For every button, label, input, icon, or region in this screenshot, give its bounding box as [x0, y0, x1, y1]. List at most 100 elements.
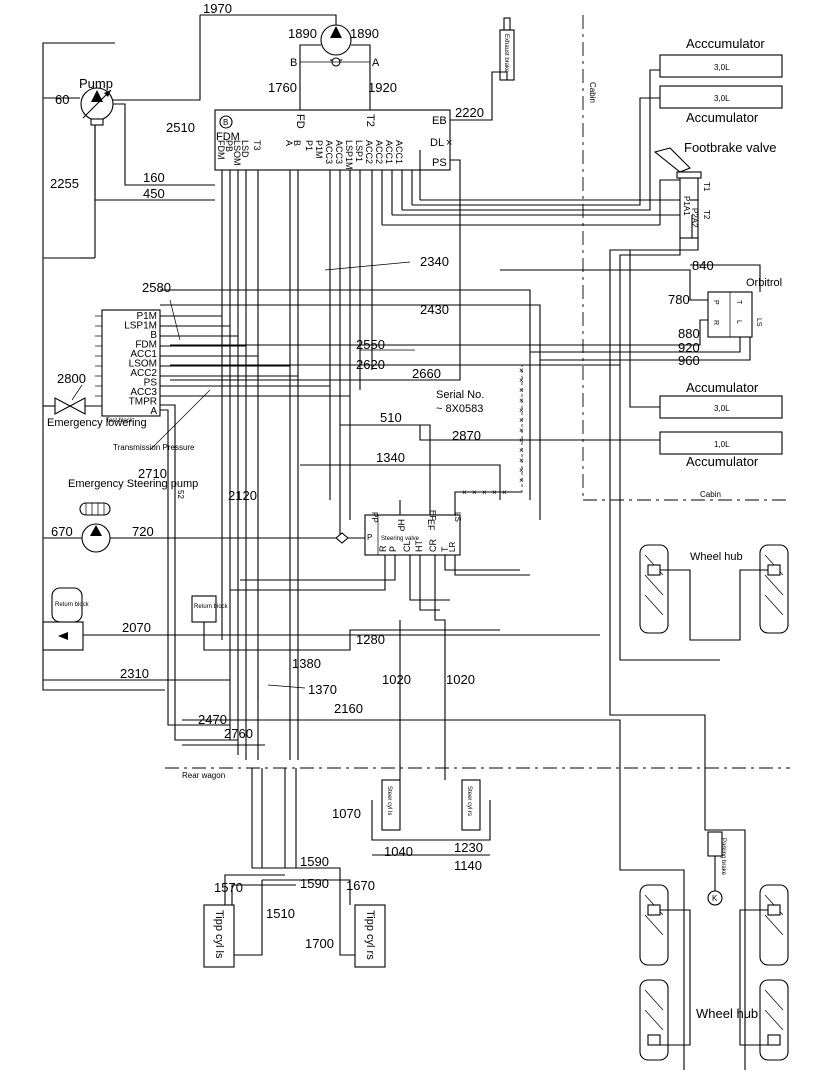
- rear-feed-left: [619, 780, 685, 1070]
- test-port-label: P1M: [136, 311, 157, 322]
- wheel-rear-tl-icon: [639, 884, 669, 966]
- label-1280: 1280: [356, 632, 385, 647]
- label-emergency-lowering: Emergency lowering: [47, 417, 147, 429]
- label-450: 450: [143, 186, 165, 201]
- main-port-label: ACC2: [374, 140, 384, 164]
- label-2160: 2160: [334, 701, 363, 716]
- main-port-label: ACC3: [324, 140, 334, 164]
- orbitrol-port-label: R: [712, 320, 719, 325]
- label-2470: 2470: [198, 712, 227, 727]
- label-2660: 2660: [412, 366, 441, 381]
- steer-r-line: [230, 555, 386, 591]
- accumulator-low-2: [659, 431, 783, 455]
- label-2510: 2510: [166, 120, 195, 135]
- svg-text:×: ×: [519, 406, 524, 415]
- main-port-label: LSD: [240, 140, 250, 158]
- steer-ht-line: [419, 555, 440, 611]
- label-1760: 1760: [268, 80, 297, 95]
- label-return-block-small: Return block: [194, 604, 229, 610]
- tipp-cyl-rs: [354, 904, 386, 968]
- accumulator-top-2: [659, 85, 783, 109]
- label-serial: Serial No.: [436, 389, 484, 401]
- svg-text:×: ×: [519, 426, 524, 435]
- main-port-label: LSP1M: [344, 140, 354, 170]
- main-port-label: LSOM: [232, 140, 242, 166]
- steer-cyl-rs: [461, 779, 481, 831]
- line-1020b: [434, 555, 446, 780]
- svg-text:×: ×: [519, 416, 524, 425]
- line-780: [500, 269, 708, 301]
- label-510: 510: [380, 410, 402, 425]
- line-160: [113, 103, 215, 186]
- steer-top-port-label: EF: [426, 519, 436, 531]
- line-1700: [339, 905, 355, 956]
- line-880: [520, 319, 708, 346]
- label-acc-30a: 3,0L: [714, 63, 730, 72]
- bus-lines-main: [221, 150, 421, 760]
- test-port-label: ACC1: [130, 349, 157, 360]
- return-block-small: [191, 595, 217, 623]
- label-2550: 2550: [356, 337, 385, 352]
- main-pump-icon: [80, 87, 114, 126]
- line-acc2-a: [402, 69, 660, 211]
- accumulator-top-1: [659, 54, 783, 78]
- label-acc-30c: 3,0L: [714, 404, 730, 413]
- label-1380: 1380: [292, 656, 321, 671]
- rear-right-link: [739, 909, 768, 1046]
- test-port-label: B: [150, 330, 157, 341]
- test-block: [101, 309, 161, 417]
- label-acc-low1: Accumulator: [686, 380, 759, 395]
- label-emergency-pump: Emergency Steering pump: [68, 478, 198, 490]
- line-2160: [182, 719, 621, 780]
- label-test-block: Test block: [106, 418, 134, 424]
- label-1340: 1340: [376, 450, 405, 465]
- label-ls-sv: LS: [453, 512, 462, 522]
- label-1970: 1970: [203, 1, 232, 16]
- label-steering-valve: Steering valve: [381, 536, 420, 542]
- line-960: [540, 337, 751, 361]
- label-ef: EF: [428, 510, 437, 520]
- line-1510: [234, 880, 263, 956]
- line-2870: [415, 424, 610, 441]
- label-52: 52: [176, 490, 185, 499]
- label-a-top: A: [372, 57, 380, 69]
- label-cabin-top: Cabin: [588, 82, 597, 103]
- rear-left-link: [660, 909, 691, 1046]
- svg-text:×: ×: [462, 488, 467, 497]
- svg-text:×: ×: [519, 446, 524, 455]
- label-1590b: 1590: [300, 876, 329, 891]
- label-dl: DL: [430, 137, 444, 149]
- label-840: 840: [692, 258, 714, 273]
- label-t2-top: T2: [364, 114, 376, 127]
- svg-text:×: ×: [519, 366, 524, 375]
- label-1890a: 1890: [288, 26, 317, 41]
- steer-p-line: [240, 555, 396, 581]
- steer-bottom-port-label: R: [378, 545, 388, 552]
- label-t1: T1: [702, 182, 711, 192]
- label-tipp-rs: Tipp cyl rs: [364, 910, 376, 960]
- steer-cyl-link: [371, 800, 491, 841]
- line-ps-2660: [170, 159, 461, 381]
- label-2430: 2430: [420, 302, 449, 317]
- orbitrol-port-label: LS: [755, 318, 762, 327]
- label-p2a2: P2A2: [690, 208, 699, 228]
- svg-text:×: ×: [519, 396, 524, 405]
- label-2710: 2710: [138, 466, 167, 481]
- label-acc-low2: Accumulator: [686, 454, 759, 469]
- main-port-label: ACC1: [394, 140, 404, 164]
- main-port-label: PB: [224, 140, 234, 152]
- label-2220: 2220: [455, 105, 484, 120]
- label-fdm-main: FDM: [216, 131, 240, 143]
- b-circle-icon: [219, 115, 233, 129]
- main-port-label: P1M: [314, 140, 324, 159]
- label-1700: 1700: [305, 936, 334, 951]
- label-wheel-hub-top: Wheel hub: [690, 551, 743, 563]
- main-port-label: A: [284, 140, 294, 146]
- label-pump: Pump: [79, 76, 113, 91]
- label-wheel-hub-bot: Wheel hub: [696, 1006, 758, 1021]
- main-port-label: B: [292, 140, 302, 146]
